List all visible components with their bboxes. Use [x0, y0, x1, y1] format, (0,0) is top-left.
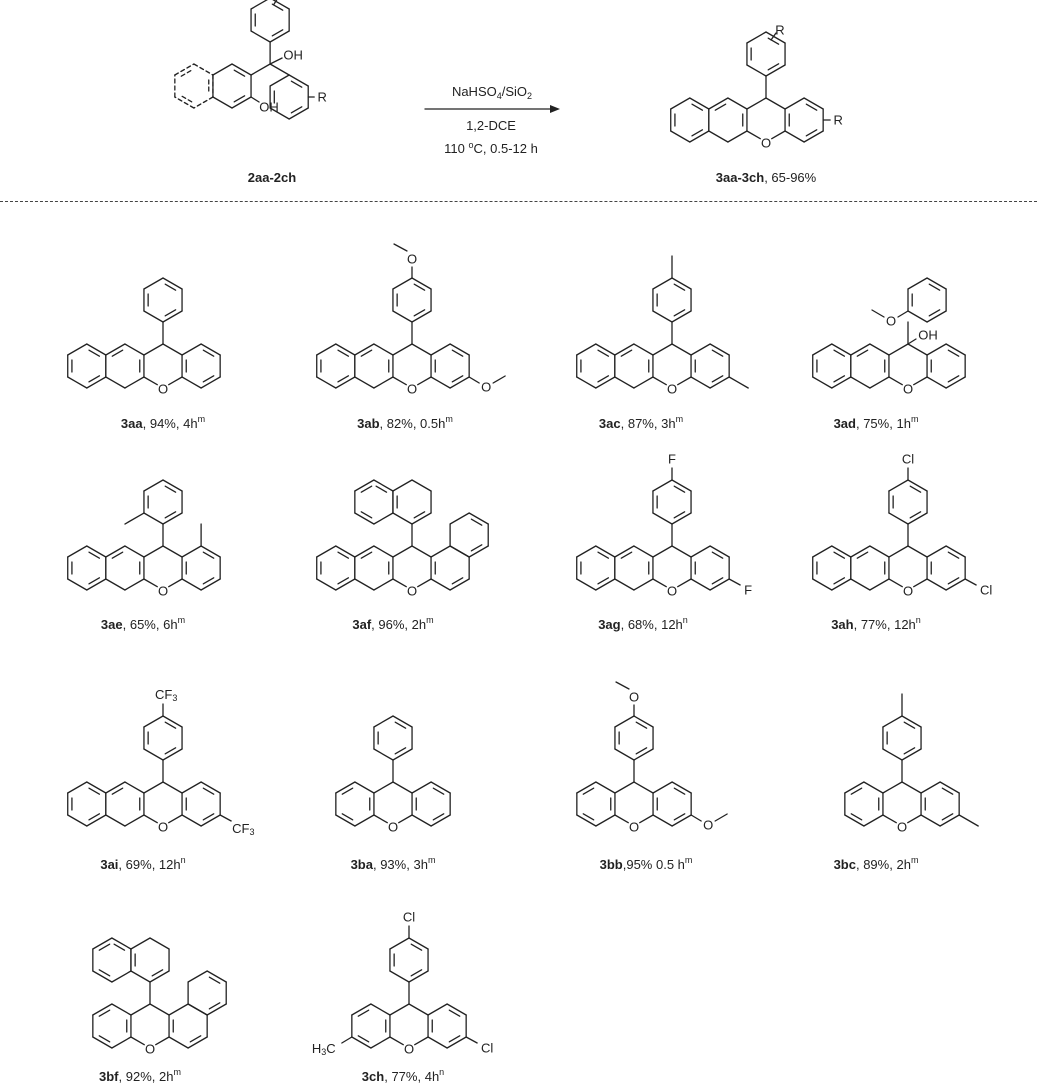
svg-text:O: O	[629, 820, 639, 835]
svg-text:OH: OH	[283, 48, 303, 63]
structure-3af: O	[316, 479, 489, 599]
compound-label-3ah: 3ah, 77%, 12hn	[831, 615, 921, 632]
compound-label-3bb: 3bb,95% 0.5 hm	[599, 855, 693, 872]
structure-3ag: O F F	[576, 452, 752, 599]
svg-text:O: O	[407, 382, 417, 397]
svg-text:O: O	[158, 584, 168, 599]
compound-label-3ba: 3ba, 93%, 3hm	[350, 855, 436, 872]
structure-3bc: O	[844, 693, 979, 835]
svg-text:O: O	[404, 1042, 414, 1057]
reactant-structure-2aa-2ch: OHRROH	[174, 0, 327, 120]
svg-text:O: O	[481, 380, 491, 395]
temperature-time-label: 110 oC, 0.5-12 h	[444, 140, 538, 156]
dashed-divider	[0, 201, 1037, 202]
svg-text:O: O	[897, 820, 907, 835]
svg-text:O: O	[703, 818, 713, 833]
compound-label-3ag: 3ag, 68%, 12hn	[598, 615, 688, 632]
svg-text:Cl: Cl	[980, 583, 992, 598]
svg-text:H3C: H3C	[312, 1041, 336, 1058]
svg-text:O: O	[145, 1042, 155, 1057]
svg-text:R: R	[775, 23, 784, 38]
structure-3ad: O OH O	[812, 277, 966, 397]
product-structure-3aa-3ch: O R R	[670, 23, 843, 151]
structure-3ba: O	[335, 715, 451, 835]
svg-text:OH: OH	[259, 100, 279, 115]
reaction-arrow	[424, 105, 560, 113]
compound-label-3ai: 3ai, 69%, 12hn	[100, 855, 186, 872]
compound-label-3ab: 3ab, 82%, 0.5hm	[357, 414, 453, 431]
solvent-label: 1,2-DCE	[466, 118, 516, 133]
structure-3ac: O	[576, 255, 749, 397]
svg-text:CF3: CF3	[155, 687, 177, 704]
svg-text:O: O	[407, 252, 417, 267]
structure-3aa: O	[67, 277, 221, 397]
svg-text:Cl: Cl	[481, 1041, 493, 1056]
svg-text:R: R	[833, 113, 842, 128]
svg-text:O: O	[903, 584, 913, 599]
svg-text:Cl: Cl	[902, 452, 914, 467]
svg-text:O: O	[158, 382, 168, 397]
svg-text:F: F	[668, 452, 676, 467]
svg-text:O: O	[903, 382, 913, 397]
svg-text:O: O	[761, 136, 771, 151]
svg-text:O: O	[629, 690, 639, 705]
svg-text:O: O	[158, 820, 168, 835]
reagent-label: NaHSO4/SiO2	[451, 84, 533, 101]
structure-3bf: O	[92, 937, 227, 1057]
svg-text:R: R	[318, 90, 327, 105]
compound-label-3ac: 3ac, 87%, 3hm	[598, 414, 684, 431]
svg-text:F: F	[744, 583, 752, 598]
compound-label-3ad: 3ad, 75%, 1hm	[833, 414, 919, 431]
compound-label-3bf: 3bf, 92%, 2hm	[99, 1067, 181, 1084]
svg-text:O: O	[407, 584, 417, 599]
structure-3ab: O O O	[316, 243, 506, 397]
compound-label-3aa: 3aa, 94%, 4hm	[120, 414, 206, 431]
svg-text:O: O	[667, 382, 677, 397]
svg-text:OH: OH	[918, 328, 938, 343]
reactant-label: 2aa-2ch	[247, 170, 297, 185]
structure-3bb: O O O	[576, 681, 728, 835]
svg-text:O: O	[388, 820, 398, 835]
svg-text:O: O	[886, 314, 896, 329]
product-label: 3aa-3ch, 65-96%	[715, 170, 817, 185]
svg-text:O: O	[667, 584, 677, 599]
svg-text:CF3: CF3	[232, 821, 254, 838]
compound-label-3af: 3af, 96%, 2hm	[352, 615, 434, 632]
compound-label-3bc: 3bc, 89%, 2hm	[833, 855, 919, 872]
compound-label-3ch: 3ch, 77%, 4hn	[361, 1067, 445, 1084]
compound-label-3ae: 3ae, 65%, 6hm	[100, 615, 186, 632]
svg-text:Cl: Cl	[403, 910, 415, 925]
structure-3ae: O	[67, 479, 221, 599]
